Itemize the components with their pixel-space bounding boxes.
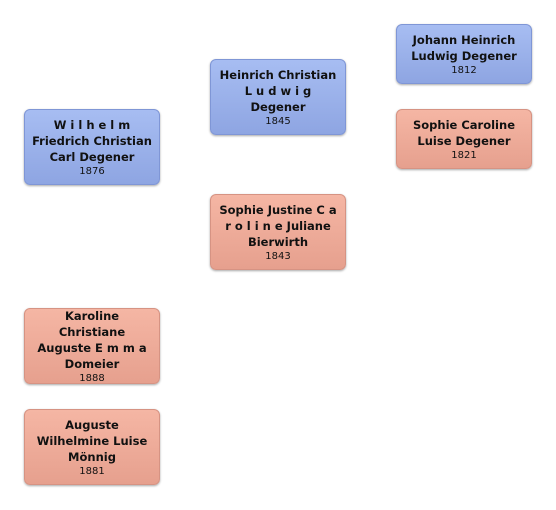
person-year: 1845 [265, 115, 291, 127]
person-year: 1812 [451, 64, 477, 76]
person-name: Karoline Christiane Auguste E m m a Dome… [37, 308, 147, 371]
person-card-heinrich-degener[interactable]: Heinrich Christian L u d w i g Degener 1… [210, 59, 346, 135]
person-name: Heinrich Christian L u d w i g Degener [219, 67, 337, 114]
person-year: 1888 [79, 372, 105, 384]
person-card-karoline-domeier[interactable]: Karoline Christiane Auguste E m m a Dome… [24, 308, 160, 384]
person-card-johann-degener[interactable]: Johann Heinrich Ludwig Degener 1812 [396, 24, 532, 84]
person-card-wilhelm-degener[interactable]: W i l h e l m Friedrich Christian Carl D… [24, 109, 160, 185]
person-card-sophie-degener[interactable]: Sophie Caroline Luise Degener 1821 [396, 109, 532, 169]
person-name: Johann Heinrich Ludwig Degener [411, 32, 517, 63]
person-name: W i l h e l m Friedrich Christian Carl D… [32, 117, 152, 164]
person-card-auguste-moennig[interactable]: Auguste Wilhelmine Luise Mönnig 1881 [24, 409, 160, 485]
person-name: Auguste Wilhelmine Luise Mönnig [36, 417, 148, 464]
person-card-sophie-bierwirth[interactable]: Sophie Justine C a r o l i n e Juliane B… [210, 194, 346, 270]
person-name: Sophie Caroline Luise Degener [413, 117, 515, 148]
person-name: Sophie Justine C a r o l i n e Juliane B… [219, 202, 337, 249]
person-year: 1843 [265, 250, 291, 262]
person-year: 1876 [79, 165, 105, 177]
person-year: 1821 [451, 149, 477, 161]
person-year: 1881 [79, 465, 105, 477]
